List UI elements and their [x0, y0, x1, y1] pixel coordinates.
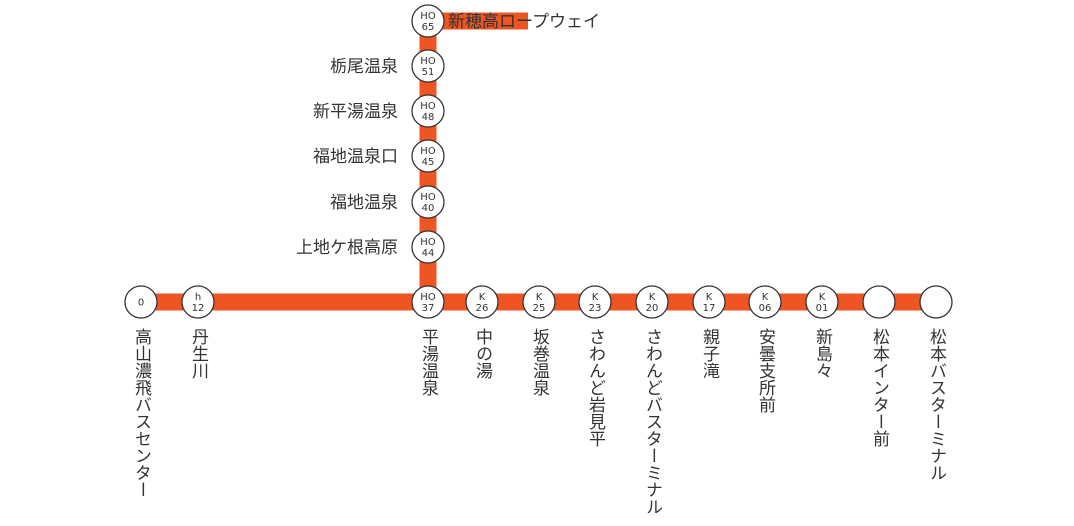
stop-code-number: 17: [703, 303, 716, 314]
main-stop-1: h12 丹生川: [181, 285, 215, 379]
stop-marker: [522, 285, 556, 319]
stop-code-number: 48: [422, 112, 435, 123]
stop-code-prefix: K: [649, 292, 656, 303]
stop-name: 坂巻温泉: [529, 328, 550, 396]
stop-marker: [805, 285, 839, 319]
main-stop-7: K17 親子滝: [692, 285, 726, 379]
stop-code-number: 65: [422, 22, 435, 33]
stop-code-prefix: HO: [420, 101, 436, 112]
stop-name: 上地ケ根高原: [296, 238, 398, 258]
stop-name: さわんどバスターミナル: [642, 328, 662, 515]
stop-code-prefix: HO: [420, 292, 436, 303]
stop-name: さわんど岩見平: [585, 328, 606, 447]
stop-code-prefix: HO: [420, 192, 436, 203]
stop-code-number: 23: [589, 303, 602, 314]
stop-marker: [411, 185, 445, 219]
stop-code-number: 12: [192, 303, 205, 314]
stop-code-number: 06: [759, 303, 772, 314]
stop-code-prefix: K: [819, 292, 826, 303]
stop-marker: [692, 285, 726, 319]
main-stop-10: 松本インター前: [862, 285, 896, 448]
stop-code: 0: [138, 298, 144, 309]
stop-name: 新島々: [812, 328, 833, 379]
stop-marker: [578, 285, 612, 319]
stop-marker: [411, 285, 445, 319]
stop-code-prefix: K: [762, 292, 769, 303]
stop-marker: [862, 285, 896, 319]
stop-name: 栃尾温泉: [330, 57, 398, 77]
stop-marker: [411, 230, 445, 264]
stop-code-number: 37: [422, 303, 435, 314]
stop-name: 平湯温泉: [418, 328, 439, 396]
stop-marker: [124, 285, 158, 319]
stop-code-prefix: HO: [420, 56, 436, 67]
stop-marker: [181, 285, 215, 319]
stop-name: 福地温泉口: [313, 147, 398, 167]
stop-code-number: 26: [476, 303, 489, 314]
stop-name: 丹生川: [188, 328, 209, 379]
stop-code-prefix: K: [536, 292, 543, 303]
main-stop-9: K01 新島々: [805, 285, 839, 379]
route-line: [141, 12, 936, 311]
stop-name: 高山濃飛バスセンター: [131, 328, 152, 498]
stop-marker: [411, 4, 445, 38]
main-stop-8: K06 安曇支所前: [748, 285, 782, 414]
stop-code-prefix: HO: [420, 237, 436, 248]
stop-marker: [748, 285, 782, 319]
main-stop-0: 0 高山濃飛バスセンター: [124, 285, 158, 498]
main-stop-11: 松本バスターミナル: [919, 285, 953, 481]
main-stop-3: K26 中の湯: [465, 285, 499, 380]
main-stop-6: K20 さわんどバスターミナル: [635, 285, 669, 515]
stop-name: 中の湯: [472, 328, 493, 380]
stop-code-number: 44: [422, 248, 435, 259]
stop-code-prefix: HO: [420, 11, 436, 22]
stop-name: 安曇支所前: [755, 328, 776, 414]
stop-code-prefix: h: [195, 292, 201, 303]
main-stop-5: K23 さわんど岩見平: [578, 285, 612, 447]
stop-code-prefix: K: [479, 292, 486, 303]
stop-marker: [411, 94, 445, 128]
stop-code-number: 25: [533, 303, 546, 314]
stop-name: 親子滝: [699, 328, 720, 379]
stop-marker: [919, 285, 953, 319]
stop-name: 福地温泉: [330, 193, 398, 213]
stop-code-number: 45: [422, 157, 435, 168]
stop-name: 新平湯温泉: [313, 102, 398, 122]
stop-marker: [411, 139, 445, 173]
stop-name: 新穂高ロープウェイ: [448, 12, 600, 32]
stop-name: 松本インター前: [869, 328, 890, 448]
stop-marker: [465, 285, 499, 319]
stop-code-number: 40: [422, 203, 435, 214]
stop-code-prefix: K: [706, 292, 713, 303]
stop-marker: [635, 285, 669, 319]
stop-name: 松本バスターミナル: [926, 328, 947, 481]
stop-code-prefix: K: [592, 292, 599, 303]
main-stop-4: K25 坂巻温泉: [522, 285, 556, 396]
stop-code-prefix: HO: [420, 146, 436, 157]
stop-marker: [411, 49, 445, 83]
stop-code-number: 51: [422, 67, 435, 78]
stop-code-number: 20: [646, 303, 659, 314]
stop-code-number: 01: [816, 303, 829, 314]
